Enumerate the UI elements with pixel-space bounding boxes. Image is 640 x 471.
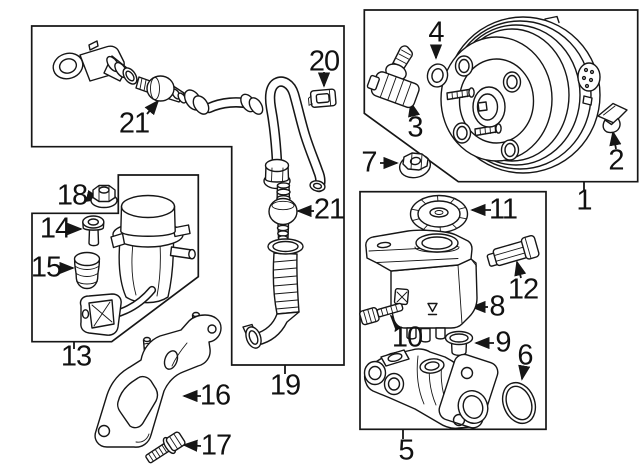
box-hoses xyxy=(30,25,345,366)
callout-18: 18 xyxy=(56,179,88,212)
callout-14: 14 xyxy=(39,212,71,245)
box-master-cylinder xyxy=(359,190,547,431)
fluid-level-sensor-drawing xyxy=(486,235,540,267)
callout-9: 9 xyxy=(495,326,511,359)
callout-1: 1 xyxy=(576,184,592,217)
reservoir-drawing xyxy=(365,229,478,343)
pump-bolt-drawing xyxy=(82,215,105,247)
check-valve-drawing-b xyxy=(268,182,298,241)
hose-clamp-drawing xyxy=(307,88,337,108)
vacuum-tube-drawing xyxy=(242,238,304,349)
pump-nut-drawing xyxy=(90,184,118,209)
reservoir-cap-drawing xyxy=(409,194,469,234)
master-cylinder-grommet-drawing xyxy=(444,330,474,357)
callout-10: 10 xyxy=(391,321,423,354)
callout-arrows xyxy=(59,44,622,452)
booster-clip-drawing xyxy=(597,102,628,134)
callout-5: 5 xyxy=(398,434,414,467)
group-boxes xyxy=(30,9,639,439)
vacuum-hose-drawing xyxy=(183,76,326,193)
callout-2: 2 xyxy=(608,144,624,177)
brake-booster-drawing xyxy=(440,15,601,174)
callout-21-valve: 21 xyxy=(313,193,345,226)
reservoir-bolt-drawing xyxy=(359,302,404,326)
pump-bushing-drawing xyxy=(73,251,101,290)
callout-16: 16 xyxy=(199,379,231,412)
callout-21-hose: 21 xyxy=(118,107,150,140)
callout-12: 12 xyxy=(507,273,539,306)
box-booster xyxy=(363,9,639,183)
callout-4: 4 xyxy=(428,16,444,49)
o-ring-drawing xyxy=(501,381,537,425)
callout-6: 6 xyxy=(517,339,533,372)
bracket-bolt-drawing xyxy=(145,431,186,464)
master-cylinder-drawing xyxy=(363,348,499,429)
callout-13: 13 xyxy=(60,340,92,373)
check-valve-drawing-a xyxy=(135,75,187,104)
callout-8: 8 xyxy=(489,290,505,323)
callout-15: 15 xyxy=(30,251,62,284)
callout-3: 3 xyxy=(407,111,423,144)
callout-11: 11 xyxy=(488,193,518,226)
callout-19: 19 xyxy=(269,369,301,402)
callout-20: 20 xyxy=(308,45,340,78)
vacuum-pump-drawing xyxy=(79,194,196,336)
elbow-fitting-drawing xyxy=(52,40,138,85)
callout-17: 17 xyxy=(200,429,232,462)
mounting-bracket-drawing xyxy=(94,311,222,448)
callout-ticks xyxy=(73,182,585,439)
booster-grommet-drawing xyxy=(426,63,449,88)
box-pump xyxy=(31,174,200,343)
booster-nut-drawing xyxy=(398,152,432,179)
callout-7: 7 xyxy=(361,146,377,179)
booster-sensor-drawing xyxy=(366,45,420,109)
